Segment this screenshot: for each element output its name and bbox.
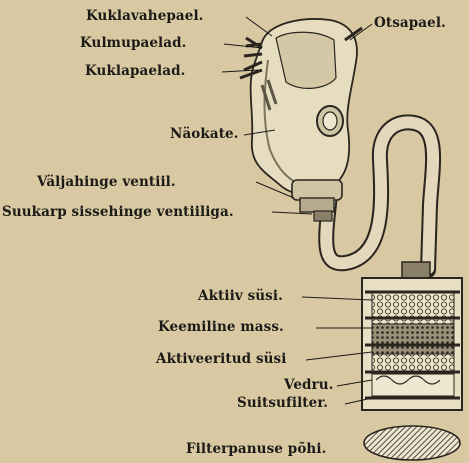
label-vedru: Vedru. <box>284 377 334 393</box>
label-kulmupaelad: Kulmupaelad. <box>80 35 186 51</box>
label-aktiiv-susi: Aktiiv süsi. <box>198 288 283 304</box>
label-filterpanuse-pohi: Filterpanuse põhi. <box>186 441 326 457</box>
label-suukarp: Suukarp sissehinge ventiiliga. <box>2 204 234 220</box>
label-aktiveeritud-susi: Aktiveeritud süsi <box>156 351 287 367</box>
filter-canister <box>362 278 462 410</box>
label-naokate: Näokate. <box>170 126 239 142</box>
label-kuklavahepael: Kuklavahepael. <box>86 8 203 24</box>
label-keemiline-mass: Keemiline mass. <box>158 319 284 335</box>
label-valjahinge-ventiil: Väljahinge ventiil. <box>37 174 176 190</box>
filter-bottom <box>364 426 460 460</box>
label-suitsufilter: Suitsufilter. <box>237 395 328 411</box>
leader-kuklavahepael <box>246 17 272 36</box>
label-otsapael: Otsapael. <box>374 15 446 31</box>
mask-face <box>240 19 362 221</box>
label-kuklapaelad: Kuklapaelad. <box>85 63 185 79</box>
leader-otsapael <box>350 24 372 40</box>
